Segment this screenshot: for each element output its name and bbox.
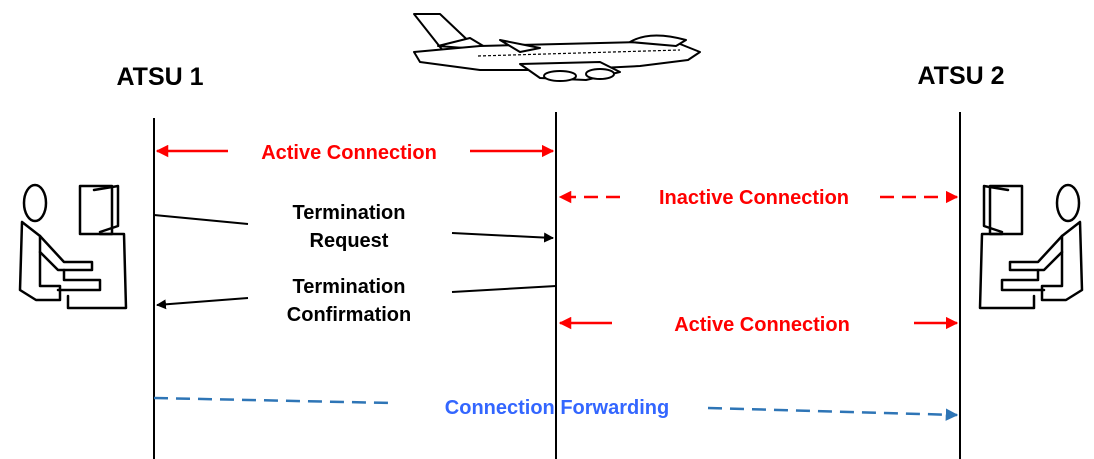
termination-confirmation-label-line1: Termination [293, 276, 406, 298]
termination-confirmation-line-start [451, 285, 557, 293]
termination-request-line-start [153, 214, 249, 225]
connection-forwarding-arrow [707, 406, 959, 421]
connection-forwarding-line-start [153, 396, 393, 405]
termination-request-label-line2: Request [310, 230, 389, 252]
controller-workstation-right-icon [978, 183, 1084, 310]
termination-request-label-line1: Termination [293, 202, 406, 224]
airplane-icon [413, 13, 701, 82]
controller-workstation-left-icon [18, 183, 128, 310]
active-connection-top-label: Active Connection [261, 142, 437, 164]
atsu1-label: ATSU 1 [116, 63, 203, 91]
connection-forwarding-label: Connection Forwarding [445, 397, 669, 419]
termination-request-arrow [451, 232, 554, 243]
atsu2-label: ATSU 2 [917, 62, 1004, 90]
inactive-connection-label: Inactive Connection [659, 187, 849, 209]
termination-confirmation-label-line2: Confirmation [287, 304, 411, 326]
termination-confirmation-arrow [156, 297, 249, 310]
active-connection-bottom-label: Active Connection [674, 314, 850, 336]
